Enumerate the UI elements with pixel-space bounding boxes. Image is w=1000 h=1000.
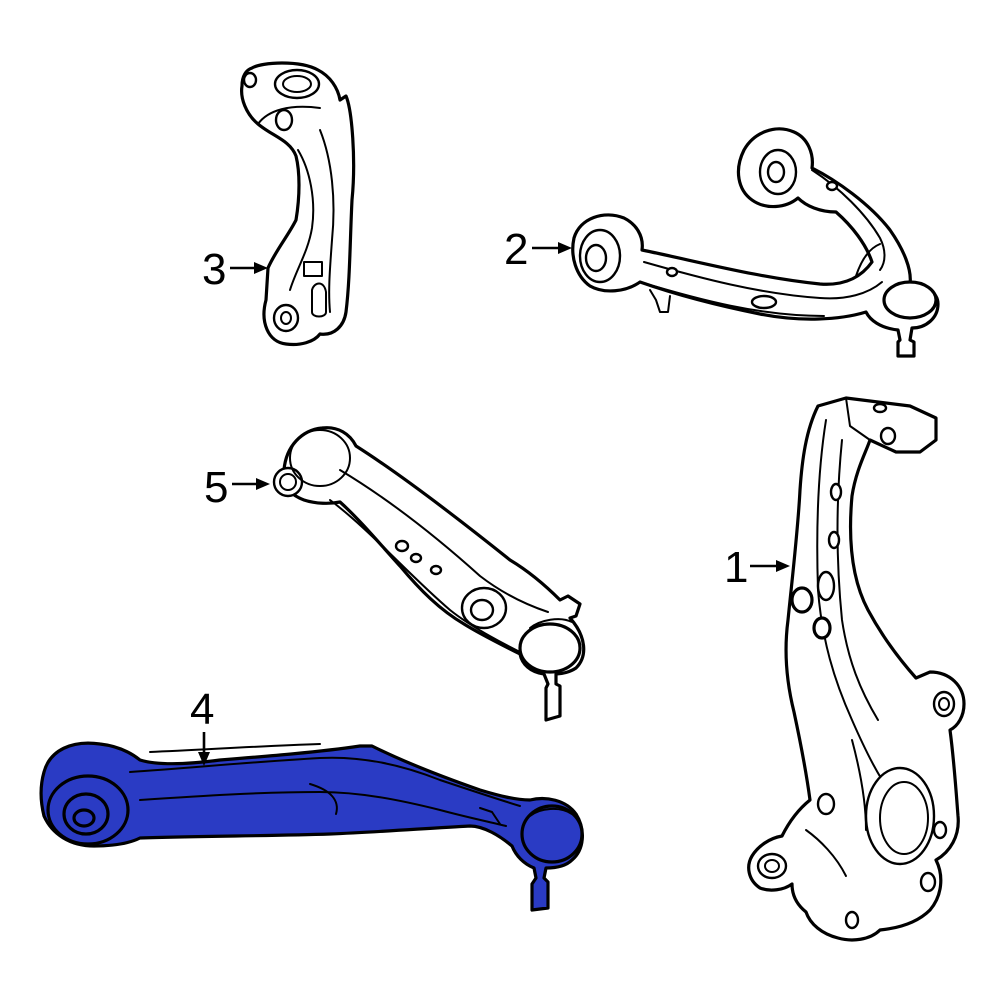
callout-1-number: 1 [724,543,748,592]
callout-2: 2 [504,225,572,274]
callout-5: 5 [204,463,270,512]
callout-4: 4 [190,685,214,766]
ball-joint [520,804,584,864]
callout-5-number: 5 [204,463,228,512]
callout-3-number: 3 [202,245,226,294]
part-2-upper-control-arm[interactable] [571,127,940,358]
part-4-lower-control-arm[interactable] [39,741,584,912]
bushing-hole [72,808,96,828]
part-3-bracket[interactable] [240,61,356,347]
callout-1: 1 [724,543,790,592]
callout-3: 3 [202,245,268,294]
part-1-steering-knuckle[interactable] [747,396,966,942]
callout-2-number: 2 [504,225,528,274]
highlight-fill [39,741,584,912]
callout-4-number: 4 [190,685,214,734]
part-5-lower-link[interactable] [272,426,586,722]
